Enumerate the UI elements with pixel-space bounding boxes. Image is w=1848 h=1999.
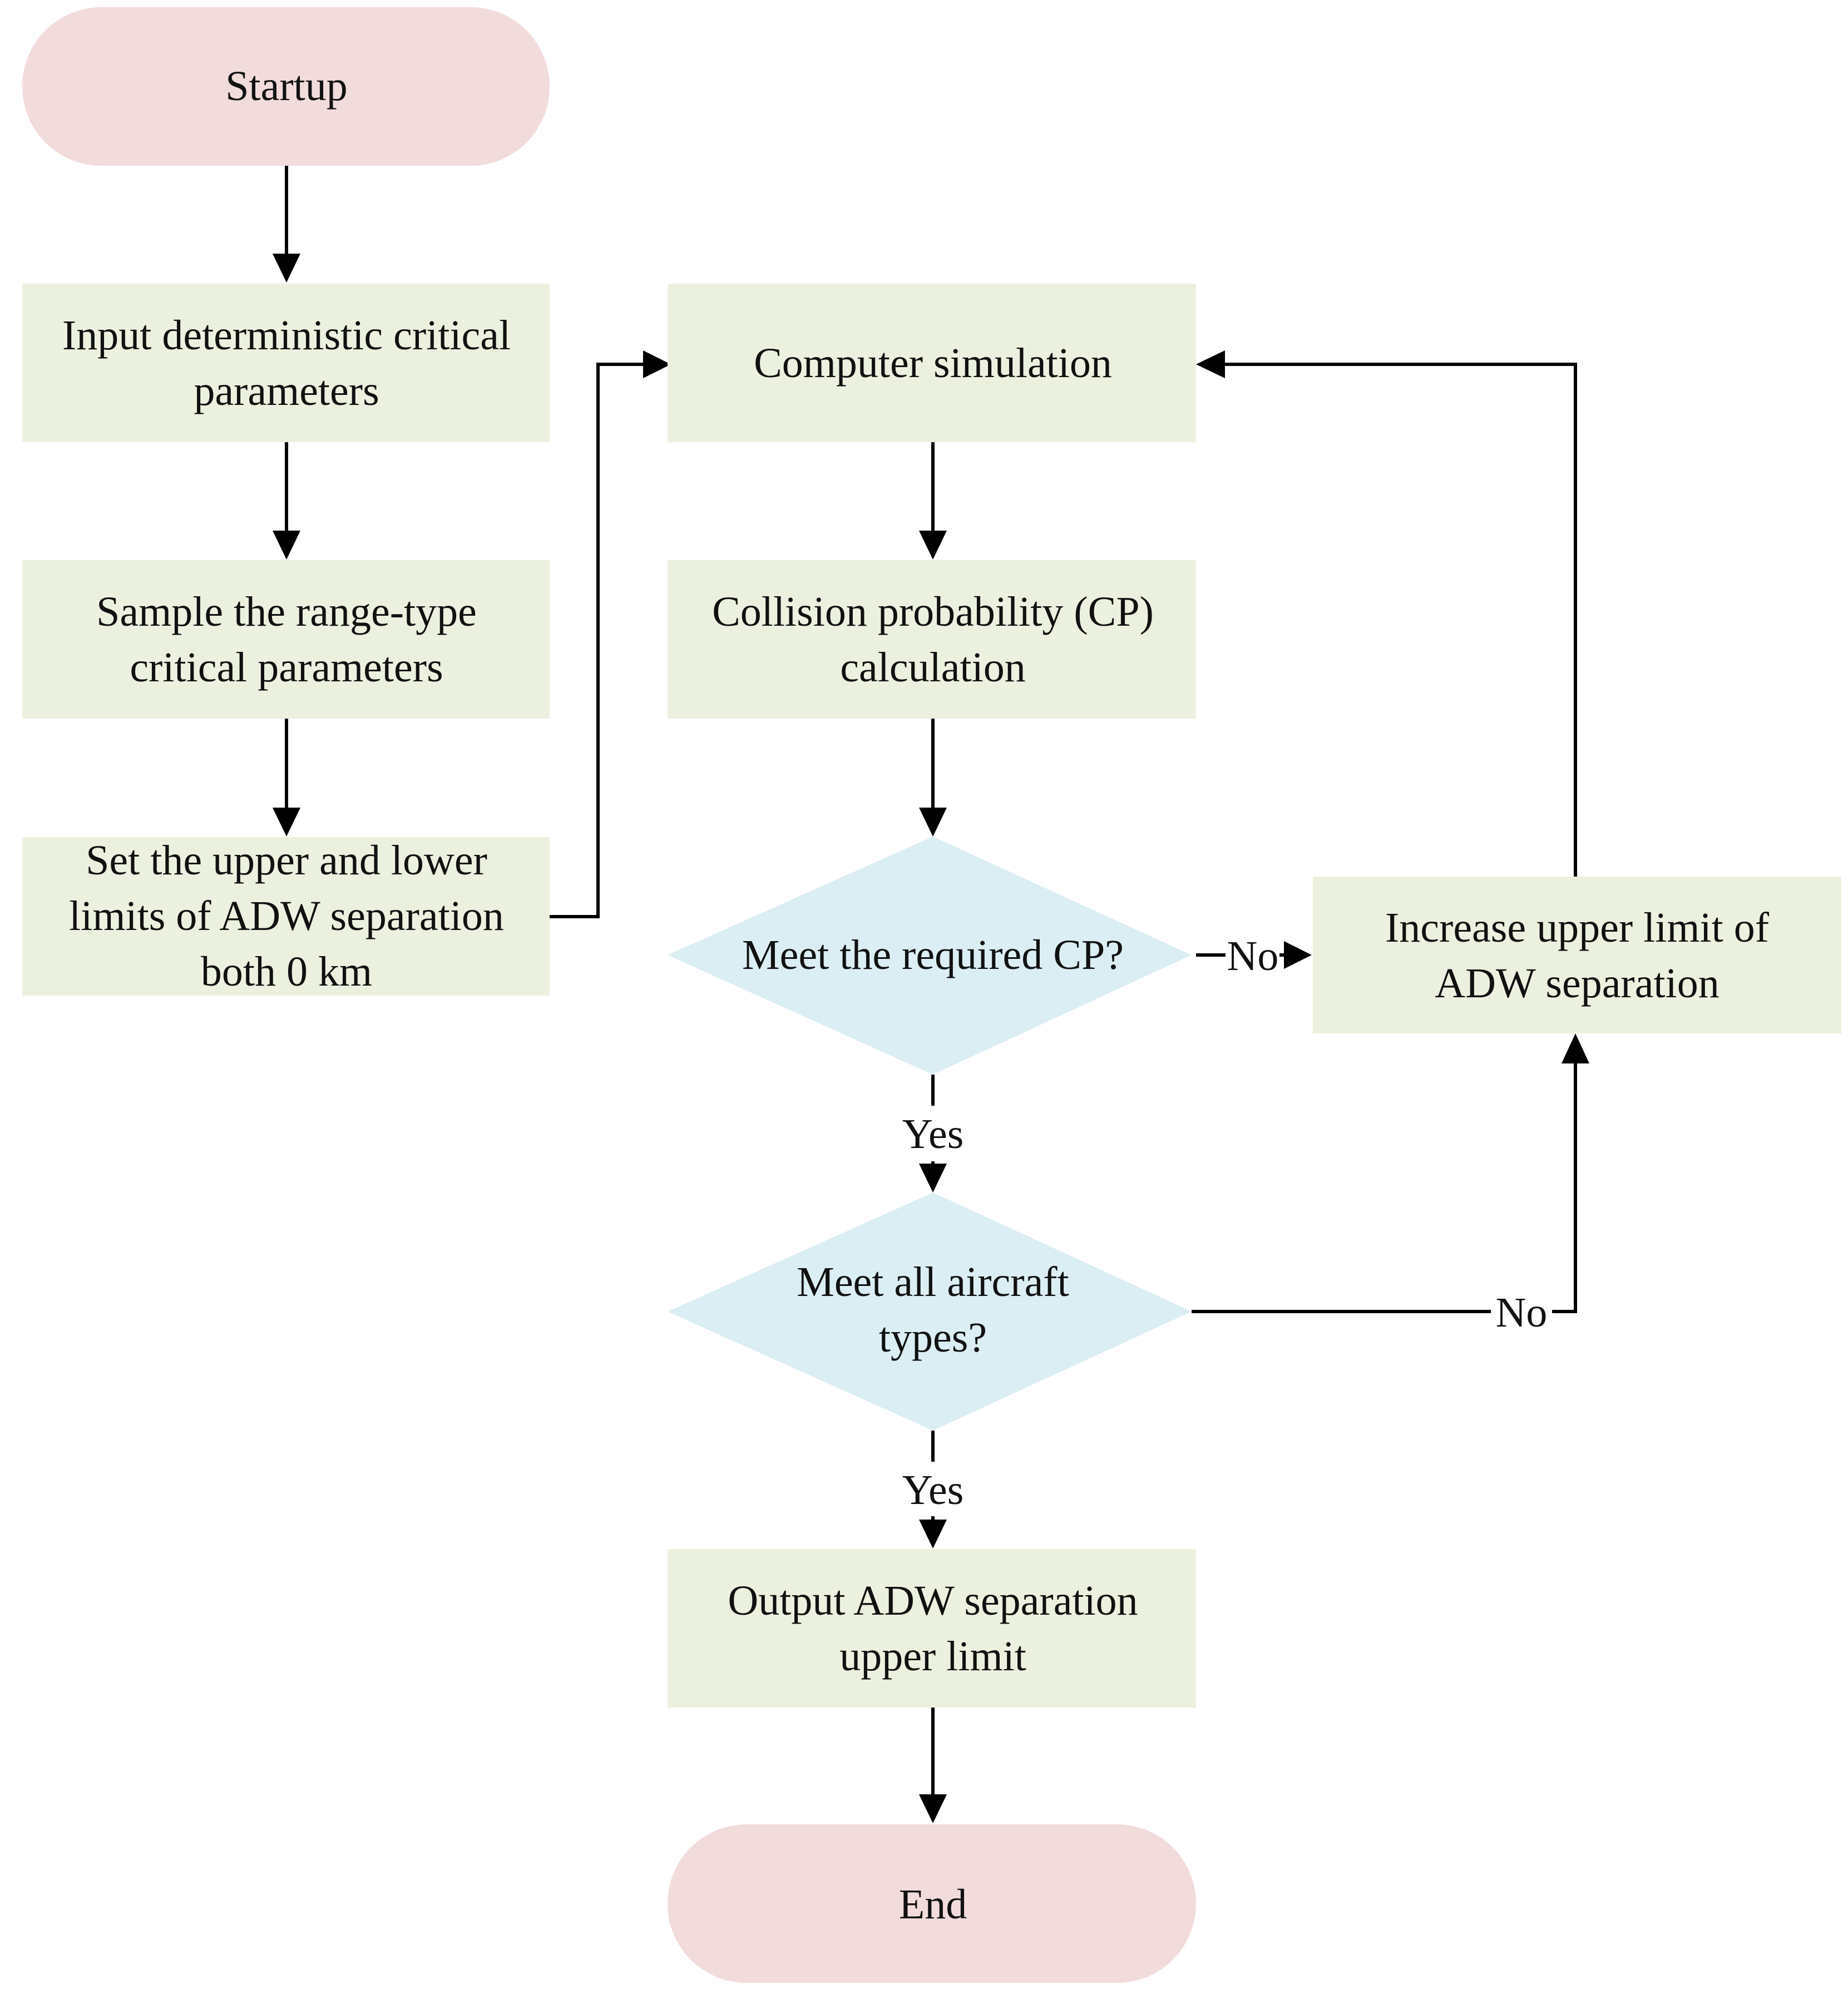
increase-limit-line-2: ADW separation xyxy=(1435,960,1719,1007)
sample-parameters-box: Sample the range-type critical parameter… xyxy=(22,560,550,719)
increase-limit-line-1: Increase upper limit of xyxy=(1385,904,1770,951)
increase-limit-box: Increase upper limit of ADW separation xyxy=(1313,877,1841,1033)
simulation-box: Computer simulation xyxy=(668,284,1196,442)
arrowhead-simulation-right xyxy=(1196,350,1225,378)
output-shape xyxy=(668,1549,1196,1708)
sample-parameters-line-2: critical parameters xyxy=(130,644,443,691)
input-parameters-line-1: Input deterministic critical xyxy=(62,312,511,359)
arrowhead-sample xyxy=(273,531,300,560)
simulation-label: Computer simulation xyxy=(754,340,1112,387)
edge-label-cp-no: No xyxy=(1227,933,1279,979)
cp-calculation-line-2: calculation xyxy=(840,644,1025,691)
startup-label: Startup xyxy=(225,63,348,110)
input-parameters-box: Input deterministic critical parameters xyxy=(22,284,550,442)
startup-shape xyxy=(22,7,550,166)
end-label: End xyxy=(899,1881,967,1928)
meet-types-line-1: Meet all aircraft xyxy=(797,1259,1069,1305)
cp-calculation-line-1: Collision probability (CP) xyxy=(712,588,1154,635)
arrowhead-output xyxy=(919,1520,947,1548)
arrowhead-increase-left xyxy=(1284,941,1312,969)
set-limits-box: Set the upper and lower limits of ADW se… xyxy=(22,837,550,996)
edge-label-types-no: No xyxy=(1496,1289,1548,1336)
connectors xyxy=(273,166,1589,1823)
meet-cp-decision: Meet the required CP? xyxy=(668,837,1192,1075)
meet-types-shape xyxy=(668,1193,1192,1431)
arrowhead-cp xyxy=(919,531,947,560)
set-limits-shape xyxy=(22,837,550,996)
set-limits-line-3: both 0 km xyxy=(201,948,372,995)
increase-limit-shape xyxy=(1313,877,1841,1033)
set-limits-line-2: limits of ADW separation xyxy=(69,893,504,939)
cp-calculation-shape xyxy=(668,560,1196,719)
arrowhead-simulation-left xyxy=(643,350,671,378)
arrowhead-increase-bottom xyxy=(1562,1033,1589,1063)
simulation-shape xyxy=(668,284,1196,442)
arrowhead-decision-types xyxy=(919,1164,947,1193)
arrowhead-end xyxy=(919,1794,947,1823)
arrow-increase-to-simulation xyxy=(1218,363,1577,877)
startup-terminal: Startup xyxy=(22,7,550,166)
end-shape xyxy=(668,1824,1196,1983)
arrow-set-limits-to-simulation xyxy=(550,363,650,918)
output-line-1: Output ADW separation xyxy=(728,1577,1138,1624)
input-parameters-shape xyxy=(22,284,550,442)
cp-calculation-box: Collision probability (CP) calculation xyxy=(668,560,1196,719)
sample-parameters-shape xyxy=(22,560,550,719)
meet-cp-shape xyxy=(668,837,1192,1075)
arrow-types-no-right xyxy=(1552,1057,1577,1313)
arrowhead-input xyxy=(273,254,300,283)
meet-cp-label: Meet the required CP? xyxy=(742,932,1124,978)
set-limits-line-1: Set the upper and lower xyxy=(86,837,487,884)
edge-label-cp-yes: Yes xyxy=(902,1111,964,1157)
end-terminal: End xyxy=(668,1824,1196,1983)
sample-parameters-line-1: Sample the range-type xyxy=(96,588,477,635)
output-box: Output ADW separation upper limit xyxy=(668,1549,1196,1708)
edge-label-types-yes: Yes xyxy=(902,1467,964,1513)
meet-types-decision: Meet all aircraft types? xyxy=(668,1193,1192,1431)
arrowhead-set-limits xyxy=(273,808,300,837)
arrowhead-decision-cp xyxy=(919,808,947,837)
meet-types-line-2: types? xyxy=(879,1314,987,1361)
input-parameters-line-2: parameters xyxy=(194,368,379,414)
output-line-2: upper limit xyxy=(839,1633,1026,1680)
